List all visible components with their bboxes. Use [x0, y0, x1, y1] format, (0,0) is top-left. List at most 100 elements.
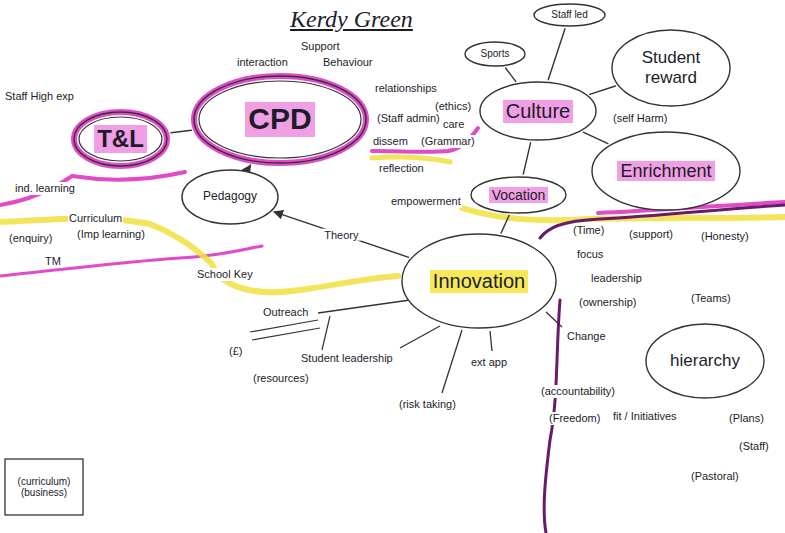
connector-line — [590, 86, 616, 94]
note-label: (ethics) — [434, 100, 472, 113]
note-label: empowerment — [390, 195, 462, 208]
oval-border — [480, 82, 596, 140]
hub-circle: Innovation — [400, 232, 558, 330]
note-label: ext app — [470, 356, 508, 369]
oval-border — [646, 324, 764, 398]
topic-circle: Pedagogy — [180, 168, 280, 226]
box-border — [5, 459, 83, 515]
node-text: Culture — [503, 100, 573, 123]
satellite-oval: Staff led — [532, 2, 607, 28]
note-label: Curriculum — [68, 212, 123, 225]
note-label: Student leadership — [300, 352, 394, 365]
note-label: (enquiry) — [8, 232, 53, 245]
pink-ring — [74, 112, 167, 166]
note-label: focus — [576, 248, 604, 261]
note-label: School Key — [196, 268, 254, 281]
connector-line — [506, 68, 516, 81]
note-label: fit / Initiatives — [612, 410, 678, 423]
topic-circle: Culture — [478, 80, 598, 142]
connector-line — [523, 143, 530, 174]
node-text: Student reward — [633, 48, 709, 87]
note-label: (Pastoral) — [690, 470, 740, 483]
oval-border — [199, 81, 361, 158]
note-label: TM — [44, 255, 62, 268]
oval-border — [592, 132, 740, 210]
note-label: (Staff) — [738, 440, 770, 453]
note-label: Change — [566, 330, 607, 343]
note-label: leadership — [590, 272, 643, 285]
note-label: (accountability) — [540, 385, 616, 398]
connector-line — [583, 132, 608, 144]
node-text: (curriculum) — [15, 476, 74, 488]
diagram-title: Kerdy Green — [290, 6, 413, 34]
oval-border — [465, 42, 525, 66]
node-text: Staff led — [548, 9, 591, 21]
note-label: interaction — [236, 56, 289, 69]
hub-oval: T&L — [70, 108, 171, 170]
note-label: relationships — [374, 82, 438, 95]
leader-line — [322, 316, 330, 350]
note-label: Behaviour — [322, 56, 374, 69]
note-box: (curriculum)(business) — [4, 458, 84, 516]
oval-border — [74, 112, 167, 166]
satellite-oval: Sports — [463, 40, 527, 68]
note-label: (Honesty) — [700, 230, 750, 243]
note-label: Staff High exp — [4, 90, 75, 103]
node-text: Innovation — [430, 270, 528, 293]
node-text: T&L — [94, 125, 147, 153]
node-text: CPD — [245, 102, 314, 137]
leader-line — [546, 312, 562, 327]
node-text: Enrichment — [617, 161, 714, 182]
topic-oval: Student reward — [610, 28, 732, 108]
pink-band — [0, 172, 185, 205]
oval-border — [612, 30, 730, 106]
note-label: Support — [300, 40, 341, 53]
leader-line — [490, 331, 492, 351]
connector-line — [501, 216, 509, 234]
note-label: (Imp learning) — [76, 228, 146, 241]
pink-band — [372, 128, 478, 152]
leader-line — [318, 300, 410, 313]
topic-circle: Enrichment — [590, 130, 742, 212]
note-label: (resources) — [252, 372, 310, 385]
note-label: reflection — [378, 162, 425, 175]
note-label: care — [442, 118, 465, 131]
note-label: (Time) — [572, 224, 605, 237]
node-text: Pedagogy — [200, 190, 260, 204]
connector-line — [548, 29, 565, 80]
connector-label: Theory — [322, 228, 360, 241]
note-label: Outreach — [262, 306, 309, 319]
pink-ring — [194, 76, 366, 163]
node-text: hierarchy — [667, 351, 743, 371]
note-label: (support) — [628, 228, 674, 241]
node-text: (business) — [18, 487, 70, 499]
oval-border — [182, 170, 278, 224]
node-text: Vocation — [489, 187, 549, 203]
note-label: dissem — [372, 135, 409, 148]
hub-oval: CPD — [190, 72, 370, 167]
topic-circle: hierarchy — [644, 322, 766, 400]
node-text: Sports — [478, 48, 513, 60]
oval-border — [471, 177, 566, 213]
oval-border — [194, 76, 366, 163]
connector-line — [171, 130, 191, 133]
note-label: (self Harm) — [612, 112, 668, 125]
note-label: (Plans) — [728, 412, 765, 425]
note-label: (Teams) — [690, 292, 732, 305]
oval-border — [79, 117, 162, 161]
oval-border — [534, 4, 605, 26]
topic-oval: Vocation — [469, 175, 568, 215]
note-label: (Staff admin) — [376, 112, 441, 125]
oval-border — [402, 234, 556, 328]
note-label: (ownership) — [578, 296, 637, 309]
leader-line — [400, 326, 440, 348]
scribble-stroke — [250, 320, 320, 340]
note-label: ind. learning — [14, 182, 76, 195]
note-label: (£) — [228, 345, 243, 358]
yellow-band — [0, 218, 398, 292]
note-label: (Freedom) — [548, 412, 601, 425]
note-label: (risk taking) — [398, 398, 457, 411]
note-label: (Grammar) — [420, 135, 476, 148]
leader-line — [442, 330, 462, 393]
connector-line — [274, 212, 409, 257]
